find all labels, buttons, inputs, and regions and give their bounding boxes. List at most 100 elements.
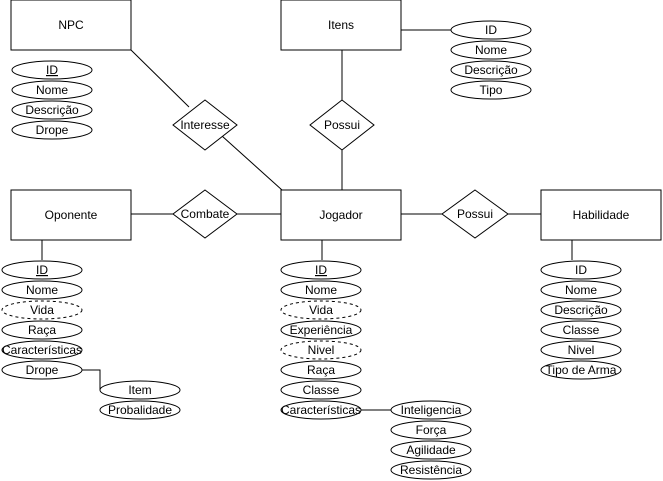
relationship-possui-habilidade-label: Possui	[457, 207, 493, 221]
attribute-layer: IDNomeDescriçãoDropeIDNomeDescriçãoTipoI…	[1, 20, 622, 480]
attribute-label: Descrição	[464, 63, 518, 77]
attribute-ellipse	[390, 440, 472, 460]
attribute-label: ID	[36, 263, 48, 277]
attribute-ellipse	[11, 120, 93, 140]
entity-oponente-label: Oponente	[45, 208, 98, 222]
attribute-jogador-1[interactable]: Nome	[280, 280, 362, 300]
attribute-oponente-3[interactable]: Raça	[1, 320, 83, 340]
attribute-label: Nome	[305, 283, 337, 297]
attribute-label: Classe	[303, 383, 340, 397]
attribute-jogador-4[interactable]: Nivel	[280, 340, 362, 360]
attribute-ellipse	[280, 360, 362, 380]
attribute-oponente-1[interactable]: Nome	[1, 280, 83, 300]
attribute-jogador-3[interactable]: Experiência	[280, 320, 362, 340]
attribute-ellipse	[540, 360, 622, 380]
attribute-ellipse	[1, 280, 83, 300]
attribute-habilidade-0[interactable]: ID	[540, 260, 622, 280]
entity-itens-label: Itens	[328, 18, 354, 32]
attribute-ellipse	[99, 400, 181, 420]
connector-lines	[41, 29, 573, 411]
attribute-label: Drope	[26, 363, 59, 377]
attribute-label: Drope	[36, 123, 69, 137]
attribute-label: ID	[46, 63, 58, 77]
attribute-ellipse	[11, 60, 93, 80]
attribute-itens-2[interactable]: Descrição	[450, 60, 532, 80]
attribute-drope-1[interactable]: Probalidade	[99, 400, 181, 420]
attribute-label: Características	[281, 403, 361, 417]
attribute-label: Raça	[28, 323, 56, 337]
relationship-interesse-label: Interesse	[180, 118, 230, 132]
attribute-habilidade-2[interactable]: Descrição	[540, 300, 622, 320]
attribute-habilidade-1[interactable]: Nome	[540, 280, 622, 300]
attribute-ellipse	[450, 40, 532, 60]
attribute-label: Tipo	[480, 83, 503, 97]
attribute-jogador-2[interactable]: Vida	[280, 300, 362, 320]
attribute-ellipse	[280, 300, 362, 320]
entity-habilidade[interactable]: Habilidade	[540, 189, 662, 241]
link-interesse-jogador	[221, 135, 283, 191]
relationship-possui-habilidade[interactable]: Possui	[441, 189, 509, 239]
attribute-jogador-5[interactable]: Raça	[280, 360, 362, 380]
attribute-itens-1[interactable]: Nome	[450, 40, 532, 60]
entity-oponente[interactable]: Oponente	[10, 189, 132, 241]
attribute-ellipse	[1, 320, 83, 340]
attribute-ellipse	[280, 400, 362, 420]
attribute-ellipse	[280, 380, 362, 400]
attribute-ellipse	[450, 20, 532, 40]
entity-itens[interactable]: Itens	[280, 0, 402, 51]
attribute-npc-1[interactable]: Nome	[11, 80, 93, 100]
entity-jogador[interactable]: Jogador	[280, 189, 402, 241]
attribute-caracteristicas-1[interactable]: Força	[390, 420, 472, 440]
attribute-oponente-0[interactable]: ID	[1, 260, 83, 280]
attribute-ellipse	[280, 280, 362, 300]
attribute-label: Raça	[307, 363, 335, 377]
attribute-label: Probalidade	[108, 403, 172, 417]
attribute-label: Item	[128, 383, 151, 397]
attribute-caracteristicas-3[interactable]: Resistência	[390, 460, 472, 480]
attribute-drope-0[interactable]: Item	[99, 380, 181, 400]
attribute-itens-0[interactable]: ID	[450, 20, 532, 40]
attribute-ellipse	[280, 320, 362, 340]
attribute-label: Experiência	[290, 323, 353, 337]
attribute-npc-3[interactable]: Drope	[11, 120, 93, 140]
attribute-ellipse	[280, 260, 362, 280]
attribute-jogador-6[interactable]: Classe	[280, 380, 362, 400]
attribute-itens-3[interactable]: Tipo	[450, 80, 532, 100]
attribute-label: Nome	[475, 43, 507, 57]
attribute-oponente-5[interactable]: Drope	[1, 360, 83, 380]
attribute-ellipse	[1, 260, 83, 280]
attribute-label: Resistência	[400, 463, 462, 477]
attribute-habilidade-4[interactable]: Nivel	[540, 340, 622, 360]
attribute-label: Nivel	[308, 343, 335, 357]
entity-npc[interactable]: NPC	[10, 0, 132, 51]
attribute-ellipse	[1, 360, 83, 380]
relationship-combate[interactable]: Combate	[172, 189, 238, 239]
relationship-possui-itens[interactable]: Possui	[309, 99, 375, 151]
entity-npc-label: NPC	[58, 18, 84, 32]
attribute-label: Vida	[309, 303, 333, 317]
attribute-ellipse	[450, 60, 532, 80]
attribute-oponente-2[interactable]: Vida	[1, 300, 83, 320]
relationship-combate-label: Combate	[181, 207, 230, 221]
entity-habilidade-label: Habilidade	[573, 208, 630, 222]
attribute-oponente-4[interactable]: Características	[1, 340, 83, 360]
attribute-habilidade-3[interactable]: Classe	[540, 320, 622, 340]
attribute-label: ID	[575, 263, 587, 277]
attribute-habilidade-5[interactable]: Tipo de Arma	[540, 360, 622, 380]
attribute-ellipse	[390, 400, 472, 420]
attribute-label: Nome	[26, 283, 58, 297]
attribute-label: Força	[416, 423, 447, 437]
attribute-jogador-7[interactable]: Características	[280, 400, 362, 420]
attribute-npc-2[interactable]: Descrição	[11, 100, 93, 120]
attribute-label: ID	[315, 263, 327, 277]
attribute-label: Descrição	[25, 103, 79, 117]
attribute-npc-0[interactable]: ID	[11, 60, 93, 80]
attribute-caracteristicas-2[interactable]: Agilidade	[390, 440, 472, 460]
relationship-interesse[interactable]: Interesse	[172, 99, 238, 151]
attribute-label: Características	[2, 343, 82, 357]
attribute-ellipse	[540, 260, 622, 280]
attribute-caracteristicas-0[interactable]: Inteligencia	[390, 400, 472, 420]
attribute-ellipse	[390, 460, 472, 480]
attribute-jogador-0[interactable]: ID	[280, 260, 362, 280]
attribute-ellipse	[450, 80, 532, 100]
